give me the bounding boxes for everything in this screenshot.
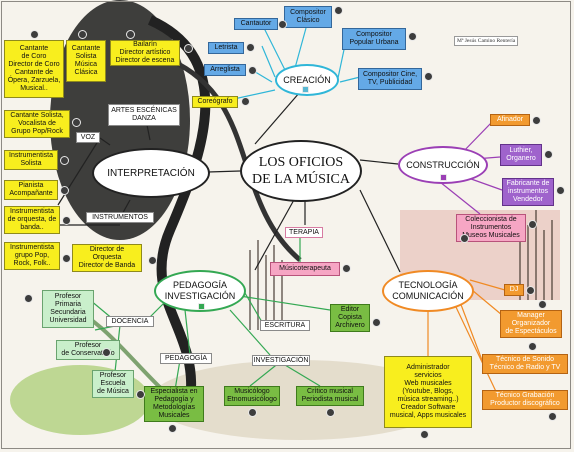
node-coreografo: Coreógrafo [192, 96, 238, 108]
link-icon[interactable] [60, 186, 69, 195]
link-icon[interactable] [30, 30, 39, 39]
node-dj: DJ [504, 284, 524, 296]
author-credit: Mª Jesús Camino Rentería [454, 36, 519, 46]
link-icon[interactable] [548, 412, 557, 421]
node-musicologo: Musicólogo Etnomusicólogo [224, 386, 280, 406]
node-administrador: Administrador servicios Web musicales (Y… [384, 356, 472, 428]
link-icon[interactable] [72, 118, 81, 127]
node-compositor-popular: Compositor Popular Urbana [342, 28, 406, 50]
label-escritura: ESCRITURA [260, 320, 310, 331]
node-musicoterapeuta: Músicoterapeuta [270, 262, 340, 276]
link-icon[interactable] [246, 43, 255, 52]
link-icon[interactable] [342, 264, 351, 273]
node-cantautor: Cantautor [234, 18, 278, 30]
node-instrumentista-orquesta: Instrumentista de orquesta, de banda.. [4, 206, 60, 234]
node-especialista: Especialista en Pedagogía y Metodologías… [144, 386, 204, 422]
note-icon[interactable] [198, 303, 205, 310]
link-icon[interactable] [528, 342, 537, 351]
link-icon[interactable] [24, 294, 33, 303]
link-icon[interactable] [60, 156, 69, 165]
link-icon[interactable] [62, 216, 71, 225]
link-icon[interactable] [544, 150, 553, 159]
link-icon[interactable] [148, 256, 157, 265]
node-cantante-clasica: Cantante Solista Música Clásica [66, 40, 106, 82]
link-icon[interactable] [248, 408, 257, 417]
hub-tecnologia: TECNOLOGÍA COMUNICACIÓN [382, 270, 474, 312]
link-icon[interactable] [62, 254, 71, 263]
label-investigacion: INVESTIGACIÓN [252, 355, 310, 366]
node-compositor-clasico: Compositor Clásico [284, 6, 332, 28]
link-icon[interactable] [241, 97, 250, 106]
note-icon[interactable] [302, 86, 309, 93]
link-icon[interactable] [78, 30, 87, 39]
link-icon[interactable] [372, 318, 381, 327]
link-icon[interactable] [334, 6, 343, 15]
node-cantante-pop: Cantante Solista, Vocalista de Grupo Pop… [4, 110, 70, 138]
link-icon[interactable] [126, 30, 135, 39]
link-icon[interactable] [538, 300, 547, 309]
node-bailarin: Bailarín Director artístico Director de … [110, 40, 180, 66]
node-luthier: Luthier, Organero [500, 144, 542, 166]
link-icon[interactable] [326, 408, 335, 417]
node-instrumentista-solista: Instrumentista Solista [4, 150, 58, 170]
label-terapia: TERAPIA [285, 227, 323, 238]
node-editor: Editor Copista Archivero [330, 304, 370, 332]
link-icon[interactable] [532, 116, 541, 125]
node-compositor-cine: Compositor Cine, TV, Publicidad [358, 68, 422, 90]
link-icon[interactable] [528, 220, 537, 229]
link-icon[interactable] [278, 20, 287, 29]
link-icon[interactable] [460, 234, 469, 243]
node-afinador: Afinador [490, 114, 530, 126]
node-tecnico-sonido: Técnico de Sonido Técnico de Radio y TV [482, 354, 568, 374]
node-manager: Manager Organizador de Espectáculos [500, 310, 562, 338]
node-profesor-escuela: Profesor Escuela de Música [92, 370, 134, 398]
central-topic: LOS OFICIOS DE LA MÚSICA [240, 140, 362, 202]
node-coleccionista: Coleccionista de Instrumentos Museos Mus… [456, 214, 526, 242]
note-icon[interactable] [440, 174, 447, 181]
node-arreglista: Arreglista [204, 64, 246, 76]
link-icon[interactable] [184, 44, 193, 53]
link-icon[interactable] [408, 32, 417, 41]
link-icon[interactable] [420, 430, 429, 439]
link-icon[interactable] [424, 72, 433, 81]
link-icon[interactable] [102, 348, 111, 357]
label-instrumentos: INSTRUMENTOS [86, 212, 154, 223]
node-profesor-primaria: Profesor Primaria Secundaria Universidad [42, 290, 94, 328]
label-voz: VOZ [76, 132, 100, 143]
node-instrumentista-grupo: Instrumentista grupo Pop, Rock, Folk.. [4, 242, 60, 270]
link-icon[interactable] [556, 186, 565, 195]
node-director-orquesta: Director de Orquesta Director de Banda [72, 244, 142, 272]
node-cantante-coro: Cantante de Coro Director de Coro Cantan… [4, 40, 64, 98]
link-icon[interactable] [248, 66, 257, 75]
node-tecnico-grabacion: Técnico Grabación Productor discográfico [482, 390, 568, 410]
hub-interpretacion: INTERPRETACIÓN [92, 148, 210, 198]
link-icon[interactable] [168, 424, 177, 433]
link-icon[interactable] [526, 286, 535, 295]
link-icon[interactable] [136, 390, 145, 399]
node-fabricante: Fabricante de instrumentos Vendedor [502, 178, 554, 206]
node-pianista: Pianista Acompañante [4, 180, 58, 200]
label-artes-escenicas: ARTES ESCÉNICAS DANZA [108, 104, 180, 126]
node-critico: Crítico musical Periodista musical [296, 386, 364, 406]
label-pedagogia: PEDAGOGÍA [160, 353, 212, 364]
label-docencia: DOCENCIA [106, 316, 154, 327]
node-letrista: Letrista [208, 42, 244, 54]
